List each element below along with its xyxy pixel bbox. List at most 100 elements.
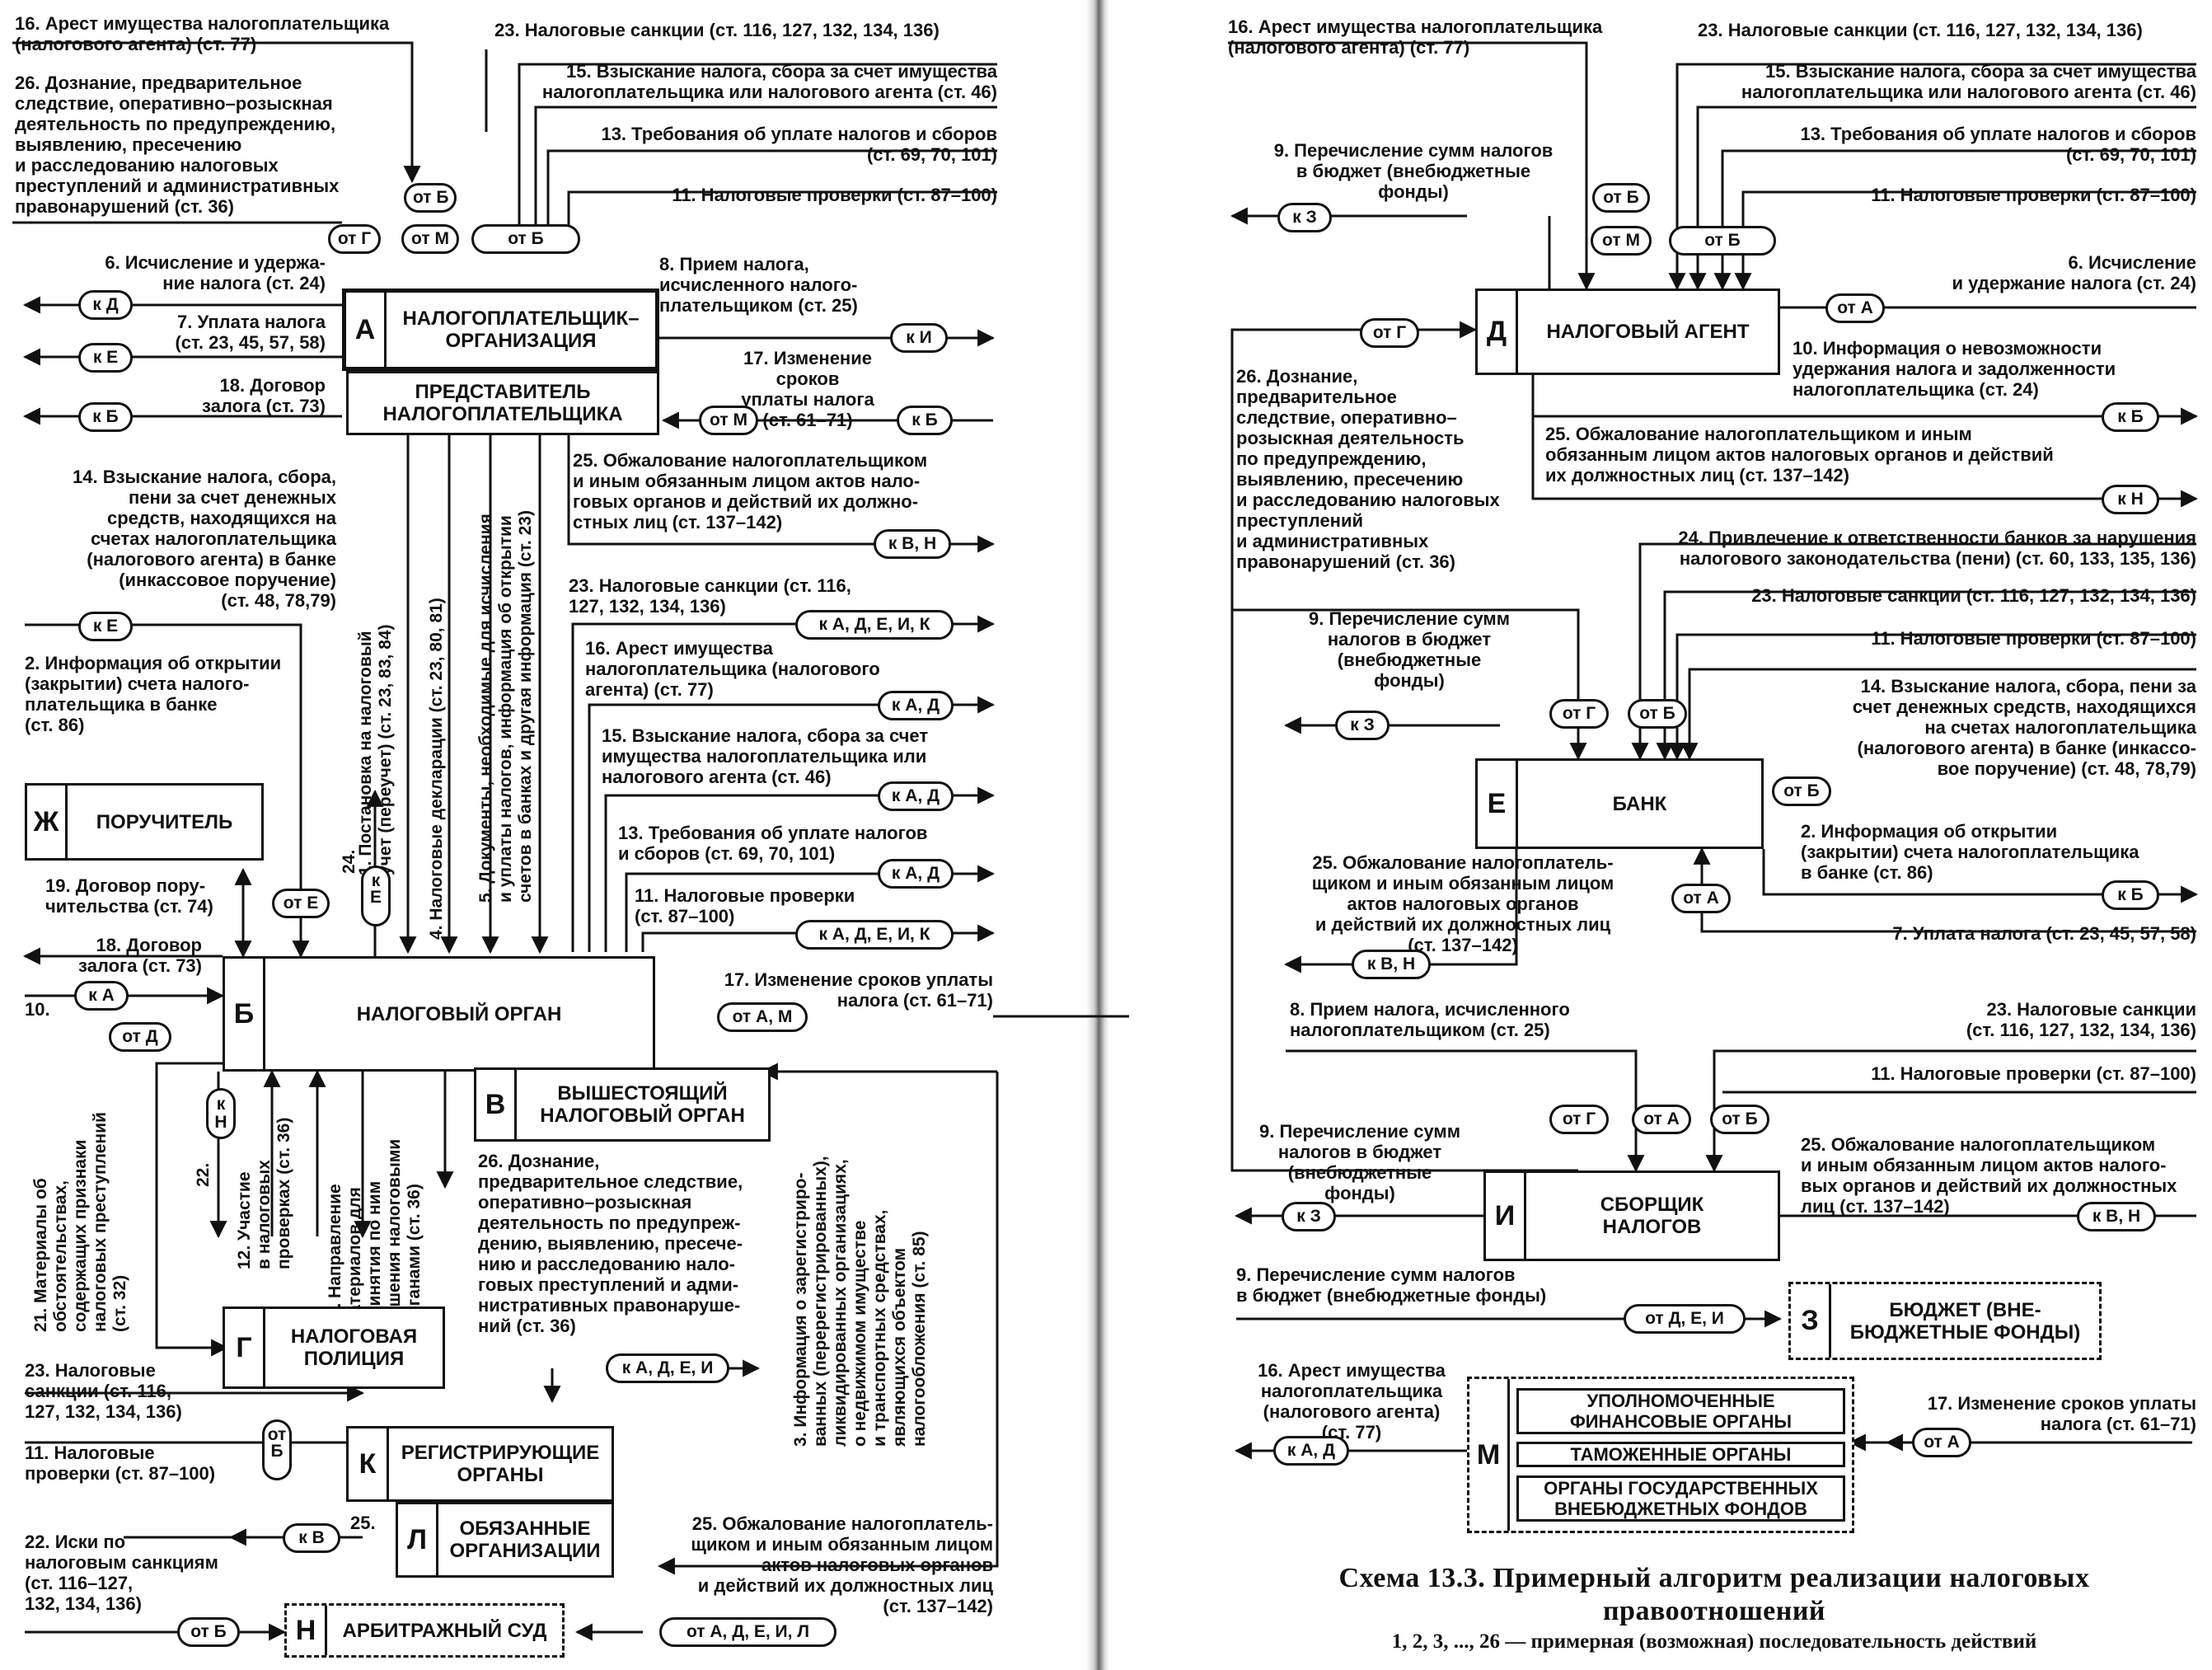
- pill-ot-b-group: от Б: [471, 224, 580, 254]
- label-23-sanctions-mid: 23. Налоговые санкции (ст. 116, 127, 132…: [569, 575, 851, 617]
- label-17-deadlines-b: 17. Изменение сроков уплаты налога (ст. …: [724, 969, 993, 1011]
- pill-ot-b: от Б: [404, 183, 457, 213]
- label-25-appeal-r1: 25. Обжалование налогоплательщиком и ины…: [1545, 424, 2054, 486]
- label-18-pledge: 18. Договор залога (ст. 73): [202, 375, 326, 416]
- node-m-list: УПОЛНОМОЧЕННЫЕ ФИНАНСОВЫЕ ОРГАНЫ ТАМОЖЕН…: [1510, 1379, 1852, 1531]
- label-21-materials: 21. Материалы об обстоятельствах, содерж…: [31, 1112, 129, 1332]
- label-23-sanctions-r2: 23. Налоговые санкции (ст. 116, 127, 132…: [1751, 585, 2196, 606]
- node-letter: Л: [398, 1504, 438, 1575]
- node-letter: Б: [225, 959, 265, 1069]
- node-title: НАЛОГОВАЯ ПОЛИЦИЯ: [290, 1325, 418, 1370]
- node-d-tax-agent: Д НАЛОГОВЫЙ АГЕНТ: [1475, 288, 1780, 375]
- pill-ot-g-r3: от Г: [1549, 1105, 1609, 1134]
- pill-ot-g-r2: от Г: [1549, 699, 1609, 729]
- node-letter: Д: [1478, 291, 1518, 373]
- label-18-pledge-b: 18. Договор залога (ст. 73): [78, 935, 202, 976]
- label-25-appeal-bot: 25. Обжалование налогоплатель- щиком и и…: [691, 1513, 993, 1616]
- label-26-inquiry-b: 26. Дознание, предварительное следствие,…: [478, 1151, 743, 1336]
- label-24-banks: 24. Привлечение к ответственности банков…: [1678, 528, 2196, 569]
- label-11-audits-bot: 11. Налоговые проверки (ст. 87–100): [25, 1442, 216, 1484]
- node-title: ПОРУЧИТЕЛЬ: [96, 810, 233, 833]
- label-11-audits-mid: 11. Налоговые проверки (ст. 87–100): [635, 885, 855, 926]
- pill-k-v-n-r2: к В, Н: [2077, 1202, 2156, 1231]
- label-13-demands-r: 13. Требования об уплате налогов и сборо…: [1800, 124, 2196, 165]
- label-22: 22.: [194, 1162, 213, 1187]
- node-title: НАЛОГОПЛАТЕЛЬЩИК– ОРГАНИЗАЦИЯ: [402, 307, 640, 352]
- label-10-impossibility: 10. Информация о невозможности удержания…: [1793, 338, 2116, 400]
- label-15-collection: 15. Взыскание налога, сбора за счет имущ…: [541, 61, 997, 102]
- pill-k-z-2: к З: [1335, 711, 1390, 740]
- pill-ot-m-2: от М: [699, 406, 758, 435]
- pill-k-e-2: к Е: [78, 612, 133, 641]
- node-a-taxpayer: А НАЛОГОПЛАТЕЛЬЩИК– ОРГАНИЗАЦИЯ: [342, 288, 659, 371]
- node-zh-guarantor: Ж ПОРУЧИТЕЛЬ: [25, 783, 264, 861]
- pill-k-a-d-1: к А, Д: [878, 691, 954, 720]
- node-title: ОБЯЗАННЫЕ ОРГАНИЗАЦИИ: [449, 1518, 601, 1562]
- label-11-audits-r3: 11. Налоговые проверки (ст. 87–100): [1871, 1063, 2196, 1084]
- pill-k-z-3: к З: [1282, 1202, 1336, 1231]
- label-25-short: 25.: [350, 1513, 376, 1533]
- pill-ot-b-r5: от Б: [1710, 1105, 1769, 1134]
- node-k-registering-authorities: К РЕГИСТРИРУЮЩИЕ ОРГАНЫ: [346, 1426, 614, 1502]
- label-17-deadlines-r: 17. Изменение сроков уплаты налога (ст. …: [1927, 1393, 2196, 1434]
- pill-ot-b-r2: от Б: [1669, 226, 1776, 256]
- label-7-payment: 7. Уплата налога (ст. 23, 45, 57, 58): [175, 312, 326, 353]
- label-13-demands-mid: 13. Требования об уплате налогов и сборо…: [618, 823, 928, 864]
- label-6-calc-r: 6. Исчисление и удержание налога (ст. 24…: [1952, 252, 2196, 293]
- pill-ot-e: от Е: [272, 889, 330, 918]
- label-16-arrest-r: 16. Арест имущества налогоплательщика (н…: [1228, 16, 1603, 58]
- label-26-inquiry: 26. Дознание, предварительное следствие,…: [15, 73, 340, 217]
- label-11-audits-r: 11. Налоговые проверки (ст. 87–100): [1871, 185, 2196, 205]
- node-title: СБОРЩИК НАЛОГОВ: [1600, 1194, 1704, 1238]
- label-9-transfer-r3: 9. Перечисление сумм налогов в бюджет (в…: [1259, 1121, 1460, 1203]
- pill-k-v: к В: [283, 1523, 340, 1553]
- node-letter: Г: [225, 1309, 265, 1386]
- label-7-payment-r: 7. Уплата налога (ст. 23, 45, 57, 58): [1892, 923, 2196, 944]
- node-n-arbitration-court: Н АРБИТРАЖНЫЙ СУД: [284, 1603, 565, 1658]
- node-title: АРБИТРАЖНЫЙ СУД: [342, 1619, 547, 1642]
- figure-caption-note: 1, 2, 3, ..., 26 — примерная (возможная)…: [1391, 1630, 2037, 1653]
- label-16-arrest-mid: 16. Арест имущества налогоплательщика (н…: [585, 638, 880, 700]
- node-letter: Н: [287, 1606, 327, 1655]
- label-25-appeal-r3: 25. Обжалование налогоплательщиком и ины…: [1801, 1134, 2177, 1217]
- pill-k-a-d-2: к А, Д: [878, 781, 954, 811]
- pill-ot-m: от М: [401, 224, 459, 254]
- node-title: РЕГИСТРИРУЮЩИЕ ОРГАНЫ: [401, 1442, 600, 1486]
- book-gutter: [1086, 0, 1109, 1670]
- node-title: ВЫШЕСТОЯЩИЙ НАЛОГОВЫЙ ОРГАН: [540, 1082, 745, 1127]
- pill-ot-d-e-i: от Д, Е, И: [1624, 1304, 1746, 1334]
- label-22-claims: 22. Иски по налоговым санкциям (ст. 116–…: [25, 1532, 218, 1614]
- node-letter: Ж: [27, 786, 68, 858]
- label-5-documents: 5. Документы, необходимые для исчисления…: [476, 510, 535, 903]
- node-m-authorities: М УПОЛНОМОЧЕННЫЕ ФИНАНСОВЫЕ ОРГАНЫ ТАМОЖ…: [1467, 1377, 1854, 1533]
- pill-ot-b-4: от Б: [177, 1617, 240, 1647]
- node-letter: В: [476, 1070, 517, 1139]
- pill-ot-m-r: от М: [1591, 226, 1652, 256]
- label-13-demands: 13. Требования об уплате налогов и сборо…: [601, 124, 997, 165]
- label-25-appeal-r2: 25. Обжалование налогоплатель- щиком и и…: [1311, 852, 1614, 955]
- pill-k-i: к И: [890, 323, 948, 353]
- label-24: 24.: [340, 849, 359, 874]
- pill-ot-a-r4: от А: [1912, 1428, 1971, 1457]
- node-i-tax-collector: И СБОРЩИК НАЛОГОВ: [1483, 1170, 1780, 1261]
- pill-k-e-3: к Е: [361, 865, 391, 926]
- pill-k-n-r: к Н: [2102, 485, 2159, 514]
- label-9-transfer-r2: 9. Перечисление сумм налогов в бюджет (в…: [1309, 608, 1510, 691]
- pill-k-adeik: к А, Д, Е, И, К: [795, 610, 954, 640]
- pill-k-v-n: к В, Н: [874, 529, 951, 559]
- label-23-sanctions: 23. Налоговые санкции (ст. 116, 127, 132…: [494, 20, 940, 40]
- label-3-registered-info: 3. Информация о зарегистриро- ванных (пе…: [791, 1156, 929, 1447]
- pill-k-adei: к А, Д, Е, И: [606, 1353, 729, 1383]
- pill-ot-a-r2: от А: [1671, 884, 1731, 913]
- label-10: 10.: [25, 999, 50, 1020]
- label-15-collection-r: 15. Взыскание налога, сбора за счет имущ…: [1741, 61, 2196, 102]
- pill-ot-b-r3: от Б: [1628, 699, 1687, 729]
- node-title: НАЛОГОВЫЙ АГЕНТ: [1546, 321, 1750, 343]
- pill-k-b-2: к Б: [897, 406, 953, 435]
- label-23-sanctions-bot: 23. Налоговые санкции (ст. 116, 127, 132…: [25, 1360, 182, 1422]
- node-a-representative: ПРЕДСТАВИТЕЛЬ НАЛОГОПЛАТЕЛЬЩИКА: [346, 371, 659, 435]
- node-letter: Е: [1478, 761, 1518, 847]
- pill-k-a-d-r: к А, Д: [1273, 1436, 1349, 1466]
- pill-k-v-n-r1: к В, Н: [1352, 950, 1431, 979]
- label-14-bank-collection: 14. Взыскание налога, сбора, пени за сче…: [73, 467, 336, 611]
